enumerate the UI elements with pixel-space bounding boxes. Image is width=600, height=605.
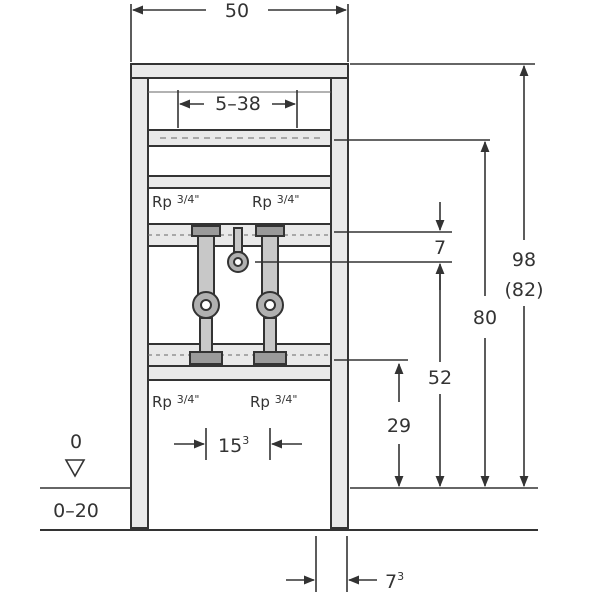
spacing-15-label: 153 [218, 434, 249, 457]
right-upper-fitting [255, 225, 285, 237]
lower-crossbar [147, 365, 332, 381]
mounting-frame [130, 63, 349, 529]
floor-level-label: 0 [70, 431, 82, 453]
rail-span-label: 5–38 [215, 93, 261, 115]
floor-level-triangle-icon [64, 459, 86, 478]
height-29-label: 29 [387, 415, 411, 437]
upper-right-connection-label: Rp 3/4" [252, 193, 299, 211]
right-lower-fitting [253, 351, 287, 365]
lower-right-connection-label: Rp 3/4" [250, 393, 297, 411]
center-valve-stem [233, 227, 243, 253]
upper-left-connection-label: Rp 3/4" [152, 193, 199, 211]
upper-crossbar [147, 175, 332, 189]
offset-7b-label: 73 [385, 570, 404, 593]
lower-left-connection-label: Rp 3/4" [152, 393, 199, 411]
height-98-label: 98 [512, 249, 536, 271]
left-lower-fitting [189, 351, 223, 365]
left-post [130, 63, 149, 529]
dimension-lines [40, 4, 538, 592]
offset-7-label: 7 [434, 237, 446, 259]
pipework [189, 225, 287, 365]
frame-width-label: 50 [225, 0, 249, 22]
height-52-label: 52 [428, 367, 452, 389]
floor-range-label: 0–20 [53, 500, 99, 522]
left-upper-fitting [191, 225, 221, 237]
right-post [330, 63, 349, 529]
top-rail [130, 63, 349, 79]
height-80-label: 80 [473, 307, 497, 329]
height-82-alt-label: (82) [504, 279, 543, 301]
